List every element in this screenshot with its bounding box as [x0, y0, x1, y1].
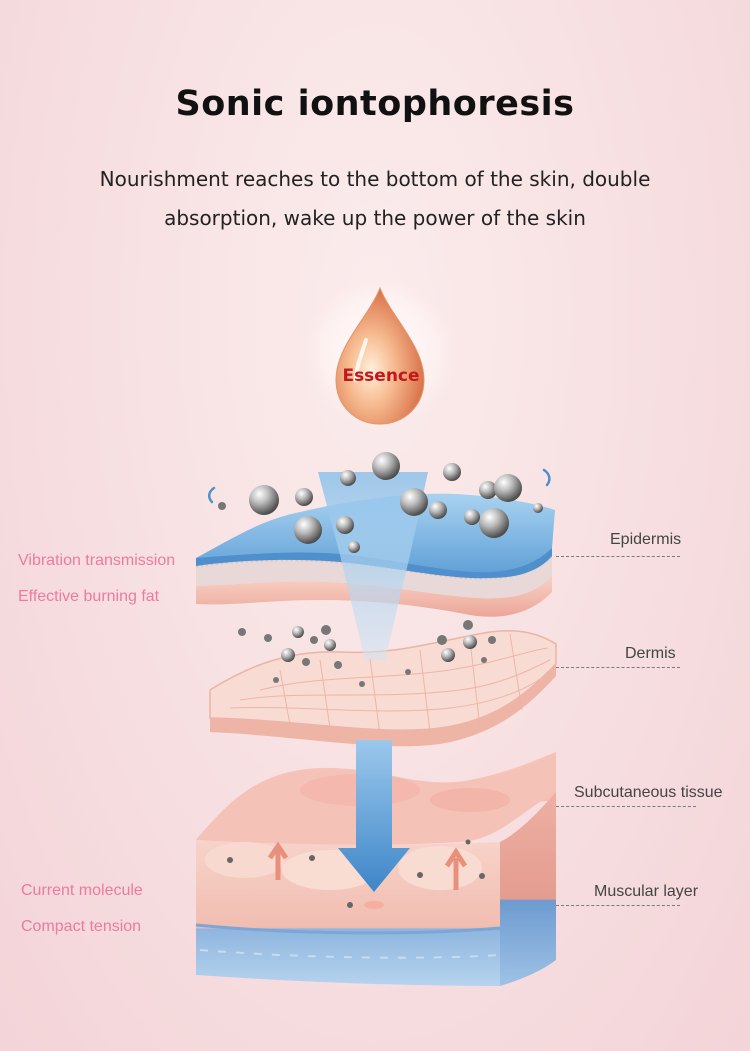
label-effective-burning-fat: Effective burning fat — [18, 588, 160, 605]
label-compact-tension: Compact tension — [21, 918, 142, 935]
page-subtitle: Nourishment reaches to the bottom of the… — [75, 160, 675, 238]
subtitle-line-2: absorption, wake up the power of the ski… — [164, 206, 586, 230]
dermis-layer — [209, 629, 557, 747]
label-dermis: Dermis — [625, 645, 676, 662]
label-subcutaneous-tissue: Subcutaneous tissue — [574, 784, 723, 801]
label-current-molecule: Current molecule — [21, 882, 143, 899]
label-vibration-transmission: Vibration transmission — [18, 552, 176, 569]
label-muscular-layer: Muscular layer — [594, 883, 699, 900]
subcutaneous-leader-line — [556, 806, 696, 807]
vibration-mark-right — [542, 468, 551, 487]
penetration-arrow — [338, 740, 410, 892]
essence-label: Essence — [342, 366, 420, 386]
essence-drop — [335, 286, 425, 425]
label-epidermis: Epidermis — [610, 531, 682, 548]
subtitle-line-1: Nourishment reaches to the bottom of the… — [99, 167, 651, 191]
dermis-leader-line — [556, 667, 680, 668]
vibration-mark-left — [208, 486, 216, 504]
epidermis-leader-line — [556, 556, 680, 557]
muscular-leader-line — [556, 905, 680, 906]
page-title: Sonic iontophoresis — [175, 84, 575, 124]
particles — [218, 452, 543, 687]
